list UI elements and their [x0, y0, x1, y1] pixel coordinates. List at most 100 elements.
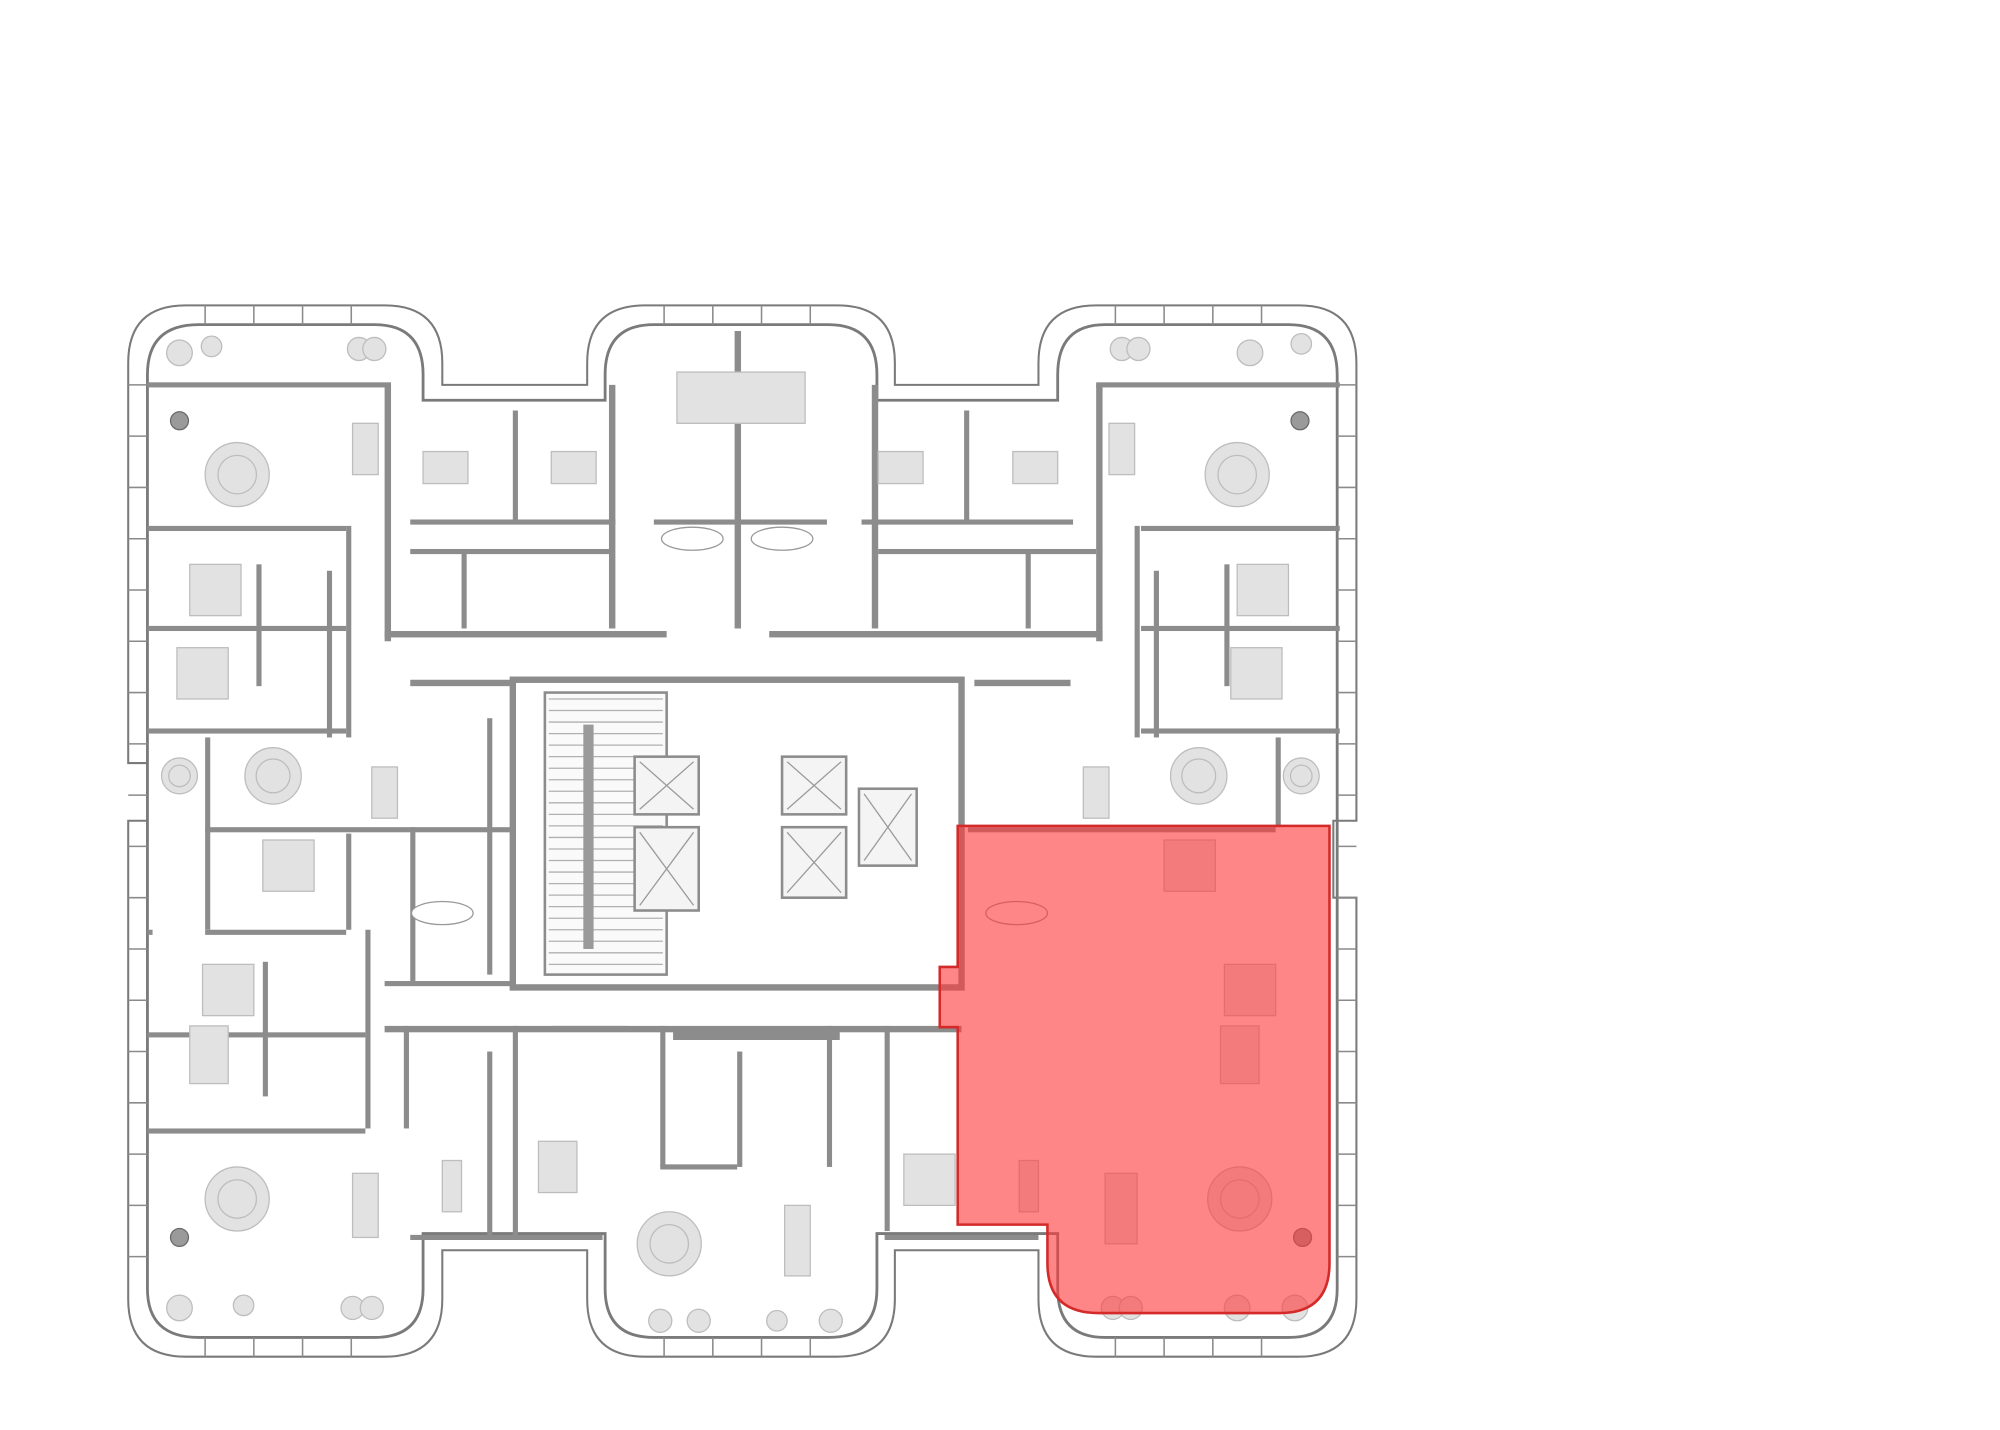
wall: [551, 1025, 629, 1032]
bathtub: [660, 526, 724, 551]
building-facade: [127, 304, 1358, 1358]
balcony-chair: [648, 1308, 673, 1333]
round-rug: [1169, 747, 1228, 805]
bed: [1230, 647, 1283, 700]
wall: [346, 833, 352, 930]
stair-handrail: [583, 724, 594, 949]
wall: [608, 384, 616, 629]
bed: [262, 839, 315, 892]
wall: [147, 625, 347, 632]
round-rug: [204, 441, 270, 508]
wall: [410, 679, 513, 687]
table: [351, 1172, 379, 1239]
selected-apartment-highlight[interactable]: [938, 824, 1331, 1315]
round-rug: [244, 747, 302, 805]
interior-walls: [147, 331, 1340, 1240]
wall: [737, 1051, 743, 1167]
wall: [512, 1025, 518, 1238]
elevator-cross: [639, 831, 695, 906]
wall: [734, 331, 742, 629]
balcony-mullions: [128, 305, 1357, 1357]
wall: [884, 1025, 890, 1232]
wall: [653, 519, 827, 525]
round-table: [649, 1223, 690, 1264]
wall: [826, 1025, 833, 1167]
wall: [384, 384, 392, 642]
wall: [403, 1025, 409, 1129]
wall: [205, 827, 513, 833]
wall: [660, 1164, 738, 1170]
wall: [861, 519, 1074, 525]
balcony-chair: [232, 1294, 255, 1317]
bed: [422, 450, 469, 485]
bathtub: [410, 900, 474, 926]
wall: [487, 718, 493, 975]
wall: [410, 519, 616, 525]
balcony-chair: [362, 336, 387, 362]
wall: [384, 631, 667, 638]
elevators: [633, 755, 918, 912]
wall: [1134, 525, 1140, 738]
elevator-cross: [786, 831, 842, 893]
wall: [147, 728, 347, 734]
wall: [262, 961, 268, 1097]
table: [371, 766, 399, 819]
wall: [1224, 564, 1230, 687]
elevator-cross: [639, 761, 695, 810]
bed: [1012, 450, 1059, 485]
balcony-chair: [166, 339, 193, 367]
bed: [550, 450, 597, 485]
wall: [871, 384, 879, 629]
wall: [410, 548, 609, 555]
wall: [1141, 625, 1340, 632]
wall: [205, 737, 211, 930]
table: [783, 1204, 811, 1277]
table: [1082, 766, 1110, 819]
round-table: [255, 758, 291, 794]
wall: [964, 410, 970, 520]
round-rug: [1204, 441, 1270, 508]
bed: [903, 1153, 956, 1207]
wall: [769, 631, 1103, 638]
wall: [410, 827, 416, 982]
bed: [189, 563, 242, 617]
round-table: [168, 764, 191, 788]
bed: [877, 450, 924, 485]
wall: [878, 548, 1097, 555]
wall: [1153, 570, 1159, 738]
bed: [201, 963, 255, 1017]
wall: [147, 382, 392, 388]
wall: [1141, 728, 1340, 734]
balcony-chair: [200, 335, 223, 358]
wall: [346, 525, 352, 738]
round-rug: [204, 1166, 270, 1232]
balcony-chair: [818, 1308, 843, 1333]
wall: [1096, 382, 1340, 388]
wall: [1096, 384, 1103, 642]
wall: [365, 929, 371, 1129]
wall: [1275, 737, 1281, 828]
facade-inner-outline: [146, 323, 1339, 1339]
round-table: [1217, 454, 1258, 495]
balcony-outer-outline: [127, 304, 1358, 1358]
wall: [147, 929, 153, 935]
wall: [884, 1234, 1039, 1240]
balcony-chair: [766, 1309, 788, 1332]
planter: [169, 411, 190, 431]
wall: [1025, 551, 1031, 629]
wall: [147, 1032, 366, 1038]
wall: [147, 1128, 366, 1134]
round-table: [1181, 758, 1217, 794]
wall: [410, 1234, 603, 1240]
wall: [256, 564, 262, 687]
round-table: [217, 1179, 258, 1219]
table: [1108, 422, 1136, 476]
round-rug: [1282, 757, 1320, 795]
round-table: [1289, 764, 1313, 788]
balcony-chair: [359, 1295, 384, 1321]
wall: [660, 1025, 666, 1167]
wall: [487, 1051, 493, 1238]
balcony-chair: [1126, 336, 1151, 362]
table: [351, 422, 379, 476]
wall: [147, 525, 347, 532]
